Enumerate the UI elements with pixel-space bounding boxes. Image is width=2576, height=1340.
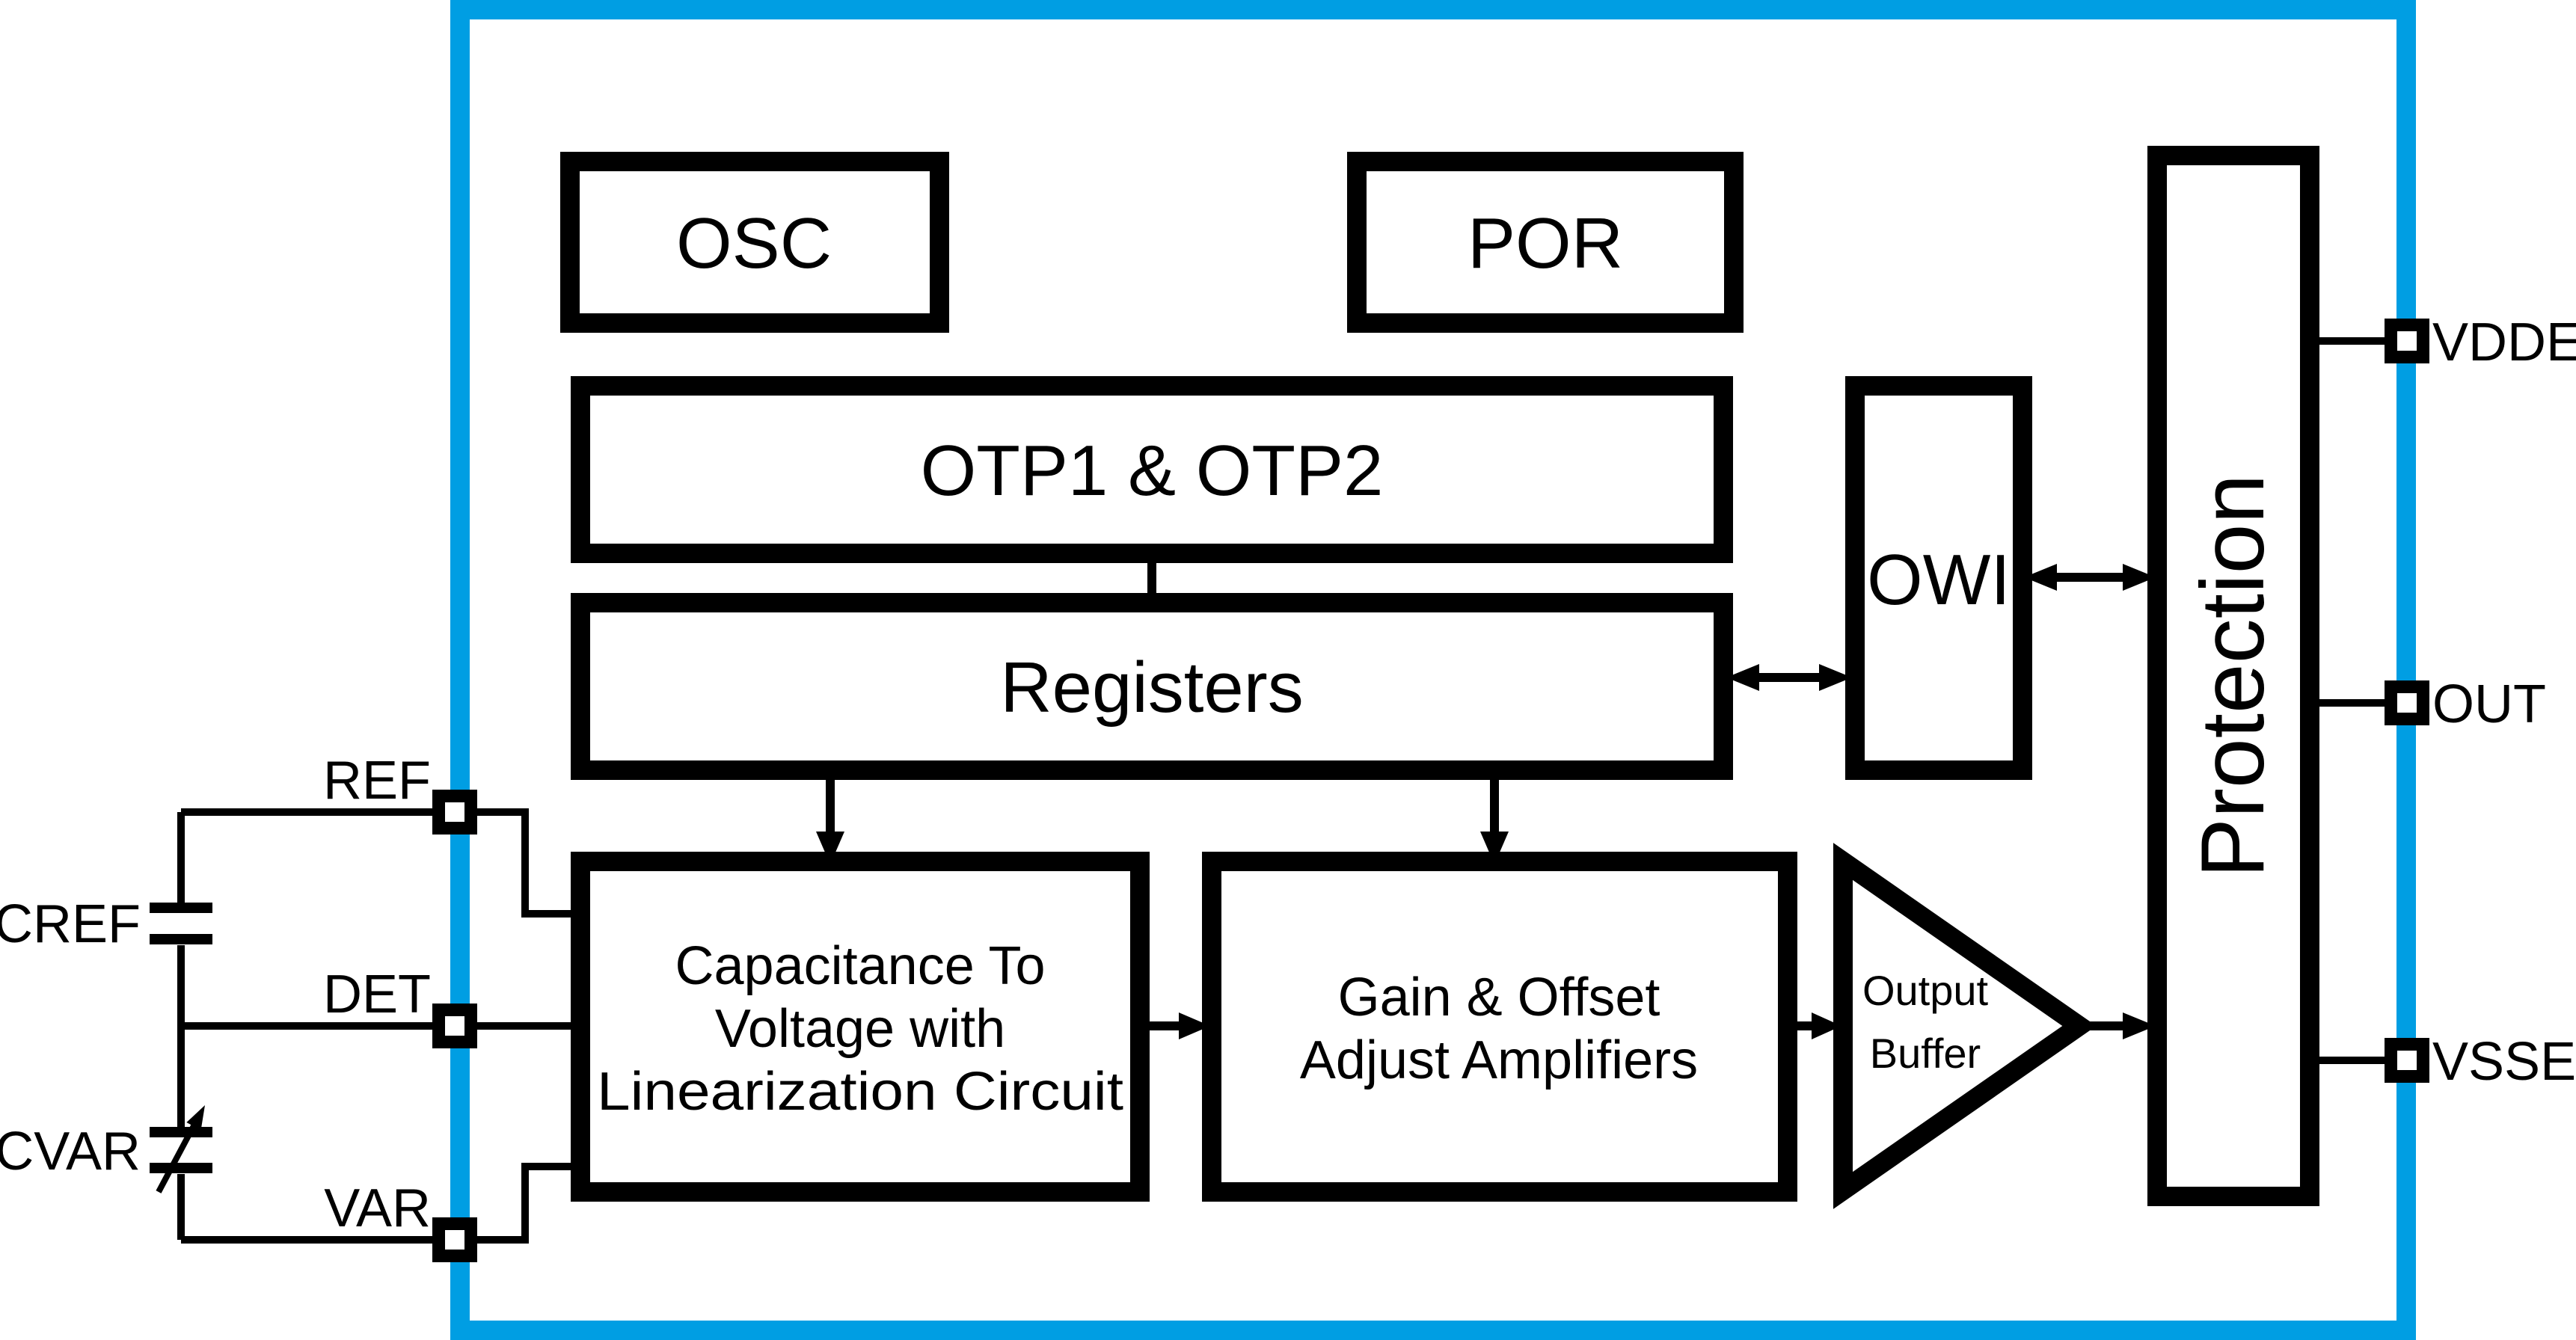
gain-line2: Adjust Amplifiers (1300, 1030, 1698, 1090)
osc-block (560, 152, 949, 333)
cref-top-plate (150, 903, 212, 913)
cref-label: CREF (0, 894, 141, 954)
buffer-line2: Buffer (1870, 1030, 1981, 1077)
gain-offset-label: Gain & Offset Adjust Amplifiers (1300, 968, 1698, 1090)
cap2v-line1: Capacitance To (675, 936, 1046, 996)
owi-protection-double-arrow (2024, 564, 2156, 591)
det-pin-label: DET (323, 965, 431, 1024)
cvar-bottom-plate (150, 1163, 212, 1173)
cap-to-voltage-label: Capacitance To Voltage with Linearizatio… (597, 936, 1123, 1122)
pad-center (2397, 693, 2417, 713)
var-internal-wire (476, 1163, 585, 1244)
det-pad (432, 1004, 477, 1048)
protection-block (2147, 146, 2319, 1206)
arrowhead (1812, 1012, 1841, 1039)
registers-block (571, 593, 1733, 780)
output-buffer-triangle (1833, 843, 2097, 1209)
otp-block (571, 376, 1733, 563)
gain-offset-block (1202, 852, 1797, 1202)
arrowhead (1179, 1012, 1210, 1039)
owi-label: OWI (1867, 540, 2011, 620)
var-pad (432, 1217, 477, 1262)
cvar-arrow-shaft (156, 1120, 199, 1193)
cref-capacitor-icon (150, 903, 212, 944)
por-label: POR (1468, 203, 1623, 283)
cap2v-line3: Linearization Circuit (597, 1062, 1123, 1122)
vdde-pad (2385, 319, 2429, 363)
por-block (1347, 152, 1744, 333)
cvar-label: CVAR (0, 1122, 141, 1181)
vdde-pin-label: VDDE (2432, 313, 2576, 372)
arrowhead (1480, 832, 1509, 864)
registers-label: Registers (1000, 648, 1303, 728)
gain-line1: Gain & Offset (1338, 968, 1660, 1027)
pad-center (2397, 1051, 2417, 1070)
registers-owi-double-arrow (1726, 664, 1852, 691)
ref-internal-wire (476, 808, 585, 918)
buffer-line1: Output (1862, 967, 1989, 1014)
arrowhead-left (2024, 564, 2057, 591)
ref-pad (432, 790, 477, 835)
cvar-top-plate (150, 1127, 212, 1137)
otp-label: OTP1 & OTP2 (921, 431, 1384, 511)
pad-center (445, 802, 464, 822)
arrowhead (816, 832, 844, 864)
out-pin-label: OUT (2432, 674, 2546, 734)
ref-pin-label: REF (323, 751, 431, 811)
vsse-pad (2385, 1038, 2429, 1083)
pad-center (445, 1230, 464, 1250)
cref-bottom-plate (150, 934, 212, 944)
pad-center (2397, 331, 2417, 351)
pad-center (445, 1016, 464, 1036)
owi-block (1845, 376, 2032, 780)
cvar-arrowhead (186, 1105, 205, 1131)
cap2v-line2: Voltage with (715, 999, 1005, 1059)
cap-to-voltage-block (571, 852, 1150, 1202)
arrowhead-right (2123, 564, 2156, 591)
vsse-pin-label: VSSE (2432, 1032, 2576, 1092)
arrowhead (2123, 1012, 2156, 1039)
out-pad (2385, 680, 2429, 725)
output-buffer-label: Output Buffer (1862, 967, 1989, 1077)
arrowhead-right (1819, 664, 1852, 691)
chip-boundary (450, 0, 2416, 1340)
cvar-variable-capacitor-icon (150, 1105, 212, 1193)
arrowhead-left (1726, 664, 1759, 691)
osc-label: OSC (676, 203, 832, 283)
protection-label: Protection (2183, 474, 2283, 878)
var-pin-label: VAR (324, 1178, 431, 1238)
